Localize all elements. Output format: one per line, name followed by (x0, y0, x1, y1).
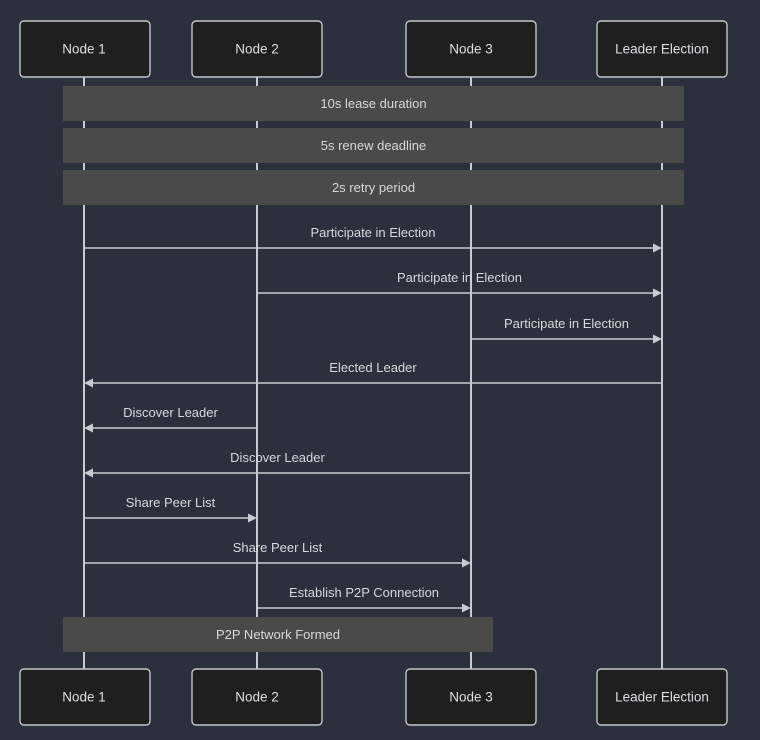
message-label-m8: Share Peer List (233, 540, 323, 555)
message-arrowhead-m7 (248, 513, 257, 523)
participant-label-bottom-n2: Node 2 (235, 690, 279, 705)
participant-box-bottom-le[interactable] (596, 668, 728, 726)
participant-box-bottom-n3[interactable] (405, 668, 537, 726)
participant-label-top-n2: Node 2 (235, 42, 279, 57)
message-label-m1: Participate in Election (310, 225, 435, 240)
message-arrowhead-m3 (653, 334, 662, 344)
message-label-m7: Share Peer List (126, 495, 216, 510)
participant-label-top-n1: Node 1 (62, 42, 106, 57)
message-label-m2: Participate in Election (397, 270, 522, 285)
note-lease-rect (63, 86, 684, 121)
participant-label-top-n3: Node 3 (449, 42, 493, 57)
participant-label-bottom-n1: Node 1 (62, 690, 106, 705)
note-p2p-rect (63, 617, 493, 652)
message-arrowhead-m1 (653, 243, 662, 253)
message-arrowhead-m8 (462, 558, 471, 568)
message-label-m3: Participate in Election (504, 316, 629, 331)
participant-box-top-n2[interactable] (191, 20, 323, 78)
participant-label-bottom-n3: Node 3 (449, 690, 493, 705)
message-label-m5: Discover Leader (123, 405, 218, 420)
notes-layer: 10s lease duration 5s renew deadline 2s re… (63, 86, 684, 652)
participant-box-top-n1[interactable] (19, 20, 151, 78)
participant-box-bottom-n2[interactable] (191, 668, 323, 726)
message-arrowhead-m9 (462, 603, 471, 613)
note-retry-rect (63, 170, 684, 205)
note-renew-label: 5s renew deadline (321, 138, 427, 153)
message-arrowhead-m4 (84, 378, 93, 388)
participant-box-top-n3[interactable] (405, 20, 537, 78)
message-arrowhead-m5 (84, 423, 93, 433)
note-lease-label: 10s lease duration (320, 96, 426, 111)
participant-box-bottom-n1[interactable] (19, 668, 151, 726)
note-renew-rect (63, 128, 684, 163)
participant-label-top-le: Leader Election (615, 42, 709, 57)
participant-box-top-le[interactable] (596, 20, 728, 78)
message-label-m6: Discover Leader (230, 450, 325, 465)
participant-label-bottom-le: Leader Election (615, 690, 709, 705)
message-arrowhead-m6 (84, 468, 93, 478)
note-p2p-label: P2P Network Formed (216, 627, 340, 642)
note-retry-label: 2s retry period (332, 180, 415, 195)
message-arrowhead-m2 (653, 288, 662, 298)
message-label-m9: Establish P2P Connection (289, 585, 439, 600)
message-label-m4: Elected Leader (329, 360, 417, 375)
